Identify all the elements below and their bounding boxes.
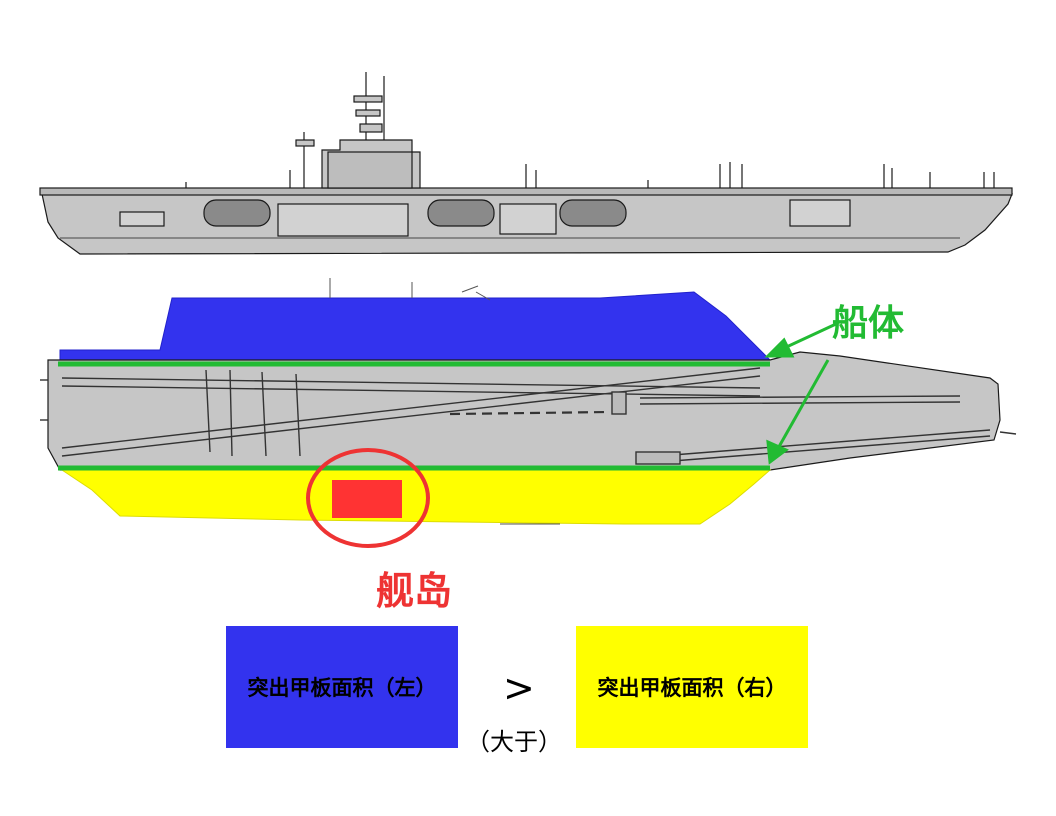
island-highlight-circle	[306, 448, 430, 548]
side-elevator-opening	[559, 199, 627, 227]
right-sponson-box: 突出甲板面积（右）	[576, 626, 808, 748]
hull-arrow-1	[779, 322, 837, 352]
island-marker	[332, 480, 402, 518]
left-sponson-area	[59, 291, 772, 365]
side-elevator-opening	[427, 199, 495, 227]
hull-label: 船体	[832, 303, 905, 344]
side-elevator-opening	[203, 199, 271, 227]
left-sponson-box: 突出甲板面积（左）	[226, 626, 458, 748]
greater-than-caption: （大于）	[466, 728, 562, 756]
hull-arrow-2-head	[766, 439, 789, 465]
island-label: 舰岛	[376, 569, 453, 613]
left-sponson-box-text: 突出甲板面积（左）	[247, 676, 437, 700]
greater-than-symbol: >	[503, 666, 535, 710]
right-sponson-area	[60, 469, 772, 525]
hull-arrow-1-head	[764, 337, 795, 358]
top-deck-hull	[47, 351, 1001, 471]
right-sponson-box-text: 突出甲板面积（右）	[597, 676, 787, 700]
hull-arrow-2	[774, 359, 830, 453]
